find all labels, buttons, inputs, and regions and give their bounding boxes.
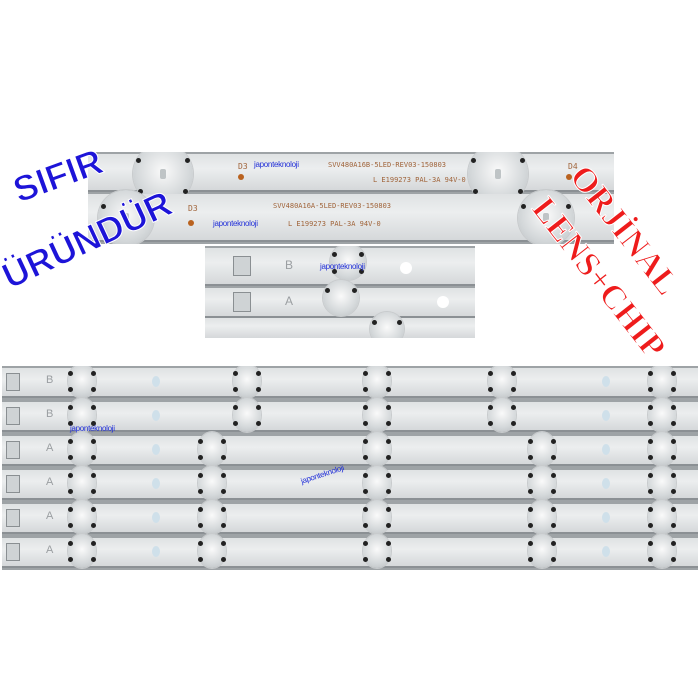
lens	[68, 500, 96, 534]
certification: L E199273 PAL-3A 94V-0	[288, 220, 381, 228]
connector	[6, 475, 20, 493]
connector	[6, 509, 20, 527]
led-strip: A	[2, 534, 698, 568]
mount-hole	[152, 444, 160, 455]
lens	[518, 190, 574, 244]
mount-hole	[152, 546, 160, 557]
led-strip-a: A	[205, 280, 475, 318]
lens	[198, 432, 226, 466]
lens	[648, 366, 676, 398]
led-strip: B	[2, 366, 698, 398]
lens	[648, 500, 676, 534]
lens	[233, 398, 261, 432]
mount-hole	[602, 546, 610, 557]
part-number: SVV480A16B-5LED-REV03-150803	[328, 161, 447, 169]
led-strip-edge	[205, 312, 475, 338]
mount-hole	[602, 376, 610, 387]
lens	[363, 366, 391, 398]
lens	[68, 366, 96, 398]
lens	[363, 466, 391, 500]
lens	[68, 432, 96, 466]
led-label: D4	[568, 162, 578, 171]
lens	[363, 500, 391, 534]
strip-label: B	[46, 408, 54, 420]
lens	[370, 312, 404, 338]
strip-label: A	[46, 442, 54, 454]
strip-label: A	[46, 476, 54, 488]
mount-hole	[602, 512, 610, 523]
strip-label: A	[285, 294, 294, 308]
led-strip-b: D3 japonteknoloji SVV480A16B-5LED-REV03-…	[88, 152, 614, 204]
mount-hole	[152, 410, 160, 421]
lens	[488, 398, 516, 432]
middle-photo-closeup: B japonteknoloji A	[205, 246, 475, 338]
lens	[198, 500, 226, 534]
lens	[98, 190, 154, 244]
strip-label: B	[285, 258, 294, 272]
mount-hole	[602, 478, 610, 489]
part-number: SVV480A16A-5LED-REV03-150803	[273, 202, 392, 210]
lens	[528, 500, 556, 534]
strip-label: A	[46, 510, 54, 522]
lens	[488, 366, 516, 398]
bottom-photo-full-set: B B A A A A	[2, 366, 698, 570]
lens	[648, 534, 676, 568]
led-pad	[188, 220, 194, 226]
mount-hole	[437, 296, 449, 308]
lens	[528, 432, 556, 466]
led-label: D3	[188, 204, 198, 213]
lens	[528, 534, 556, 568]
led-strip: B	[2, 398, 698, 432]
lens	[648, 466, 676, 500]
lens	[198, 466, 226, 500]
lens	[648, 398, 676, 432]
lens	[648, 432, 676, 466]
lens	[323, 280, 359, 316]
led-label: D3	[238, 162, 248, 171]
lens	[68, 398, 96, 432]
connector	[233, 256, 251, 276]
mount-hole	[602, 410, 610, 421]
watermark-text: japonteknoloji	[320, 262, 365, 271]
connector	[6, 441, 20, 459]
mount-hole	[152, 512, 160, 523]
watermark-text: japonteknoloji	[213, 219, 258, 228]
led-strip: A	[2, 500, 698, 534]
led-strip-a: D3 SVV480A16A-5LED-REV03-150803 japontek…	[88, 190, 614, 244]
led-strip-b: B japonteknoloji	[205, 246, 475, 286]
connector	[233, 292, 251, 312]
lens	[363, 398, 391, 432]
lens	[68, 466, 96, 500]
lens	[528, 466, 556, 500]
led-pad	[566, 174, 572, 180]
strip-label: A	[46, 544, 54, 556]
strip-label: B	[46, 374, 54, 386]
watermark-text: japonteknoloji	[254, 160, 299, 169]
led-strip: A	[2, 466, 698, 500]
connector	[6, 543, 20, 561]
mount-hole	[152, 478, 160, 489]
mount-hole	[400, 262, 412, 274]
certification: L E199273 PAL-3A 94V-0	[373, 176, 466, 184]
lens	[330, 246, 366, 280]
watermark-text: japonteknoloji	[70, 424, 115, 433]
lens	[198, 534, 226, 568]
led-strip: A	[2, 432, 698, 466]
lens	[363, 432, 391, 466]
top-photo-closeup: D3 japonteknoloji SVV480A16B-5LED-REV03-…	[88, 152, 614, 244]
connector	[6, 373, 20, 391]
mount-hole	[602, 444, 610, 455]
lens	[363, 534, 391, 568]
connector	[6, 407, 20, 425]
led-pad	[238, 174, 244, 180]
lens	[68, 534, 96, 568]
lens	[233, 366, 261, 398]
mount-hole	[152, 376, 160, 387]
